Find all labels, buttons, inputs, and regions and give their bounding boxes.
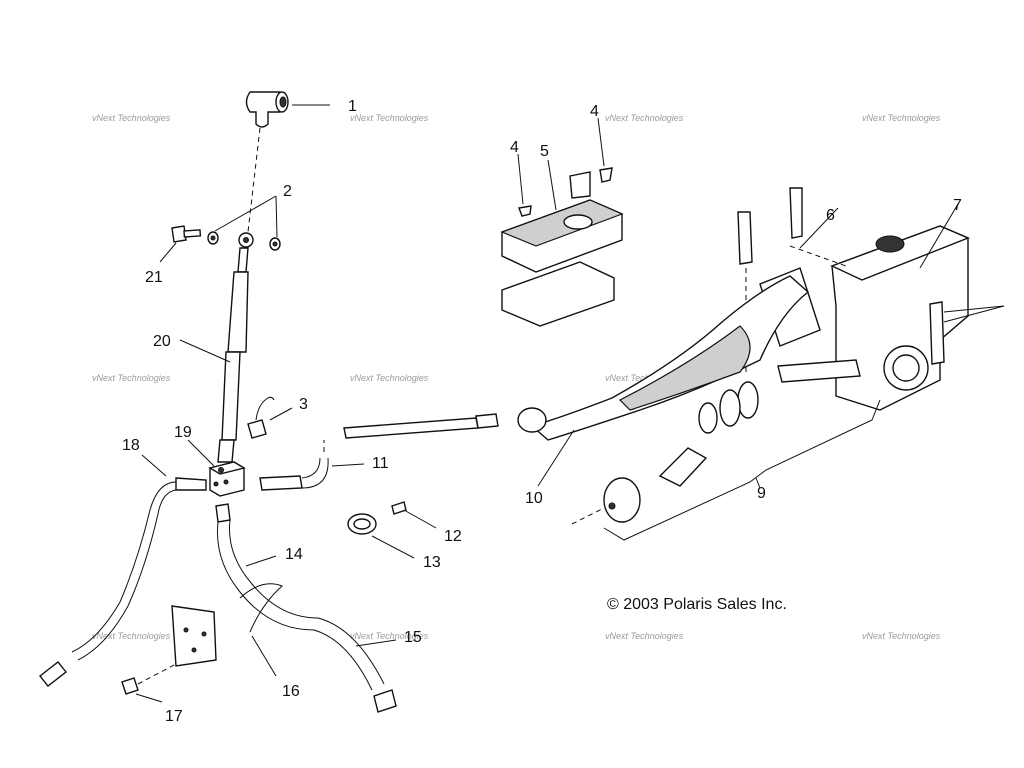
watermark: vNext Technologies	[92, 113, 171, 123]
leader-dashed	[247, 127, 261, 233]
watermark: vNext Technologies	[92, 631, 171, 641]
watermarks: vNext Technologies vNext Technologies vN…	[92, 113, 941, 641]
part-brake-line	[259, 413, 499, 491]
part-distribution-block	[187, 439, 246, 497]
watermark: vNext Technologies	[92, 373, 171, 383]
copyright-text: © 2003 Polaris Sales Inc.	[607, 596, 787, 613]
callout-4b: 4	[590, 103, 599, 120]
callout-15: 15	[404, 629, 422, 646]
callout-17: 17	[165, 708, 183, 725]
callout-21: 21	[145, 269, 163, 286]
callout-10: 10	[525, 490, 543, 507]
part-hose-left	[39, 454, 207, 687]
part-bleeder	[247, 396, 293, 439]
callout-12: 12	[444, 528, 462, 545]
watermark: vNext Technologies	[350, 113, 429, 123]
watermark: vNext Technologies	[862, 113, 941, 123]
callout-13: 13	[423, 554, 441, 571]
part-hose-upper	[179, 247, 249, 463]
watermark: vNext Technologies	[350, 631, 429, 641]
part-mounting-plate	[121, 605, 217, 703]
callout-16: 16	[282, 683, 300, 700]
callout-3: 3	[299, 396, 308, 413]
part-bolt	[159, 225, 202, 263]
part-reservoir-cap	[500, 159, 624, 327]
part-hose-right	[215, 503, 397, 713]
callout-9: 9	[757, 485, 766, 502]
callout-18: 18	[122, 437, 140, 454]
part-pins	[737, 187, 803, 376]
callout-1: 1	[348, 98, 357, 115]
watermark: vNext Technologies	[605, 631, 684, 641]
watermark: vNext Technologies	[862, 631, 941, 641]
watermark: vNext Technologies	[605, 113, 684, 123]
callout-labels: 1 2 3 4 4 5 6 7 9 10 11 12 13 14 15 16 1…	[122, 98, 962, 725]
callout-4a: 4	[510, 139, 519, 156]
watermark: vNext Technologies	[350, 373, 429, 383]
part-banjo-washers	[207, 195, 281, 251]
part-piston-kit	[571, 359, 881, 541]
part-cable-tie	[239, 583, 283, 677]
part-brake-lever	[517, 275, 810, 487]
callout-6: 6	[826, 207, 835, 224]
part-clamp	[347, 501, 437, 559]
callout-2: 2	[283, 183, 292, 200]
callout-7: 7	[953, 197, 962, 214]
callout-19: 19	[174, 424, 192, 441]
part-tee-fitting	[245, 91, 330, 128]
part-screws	[517, 117, 613, 217]
callout-11: 11	[372, 455, 389, 472]
callout-5: 5	[540, 143, 549, 160]
watermark: vNext Technologies	[605, 373, 684, 383]
callout-14: 14	[285, 546, 303, 563]
callout-20: 20	[153, 333, 171, 350]
